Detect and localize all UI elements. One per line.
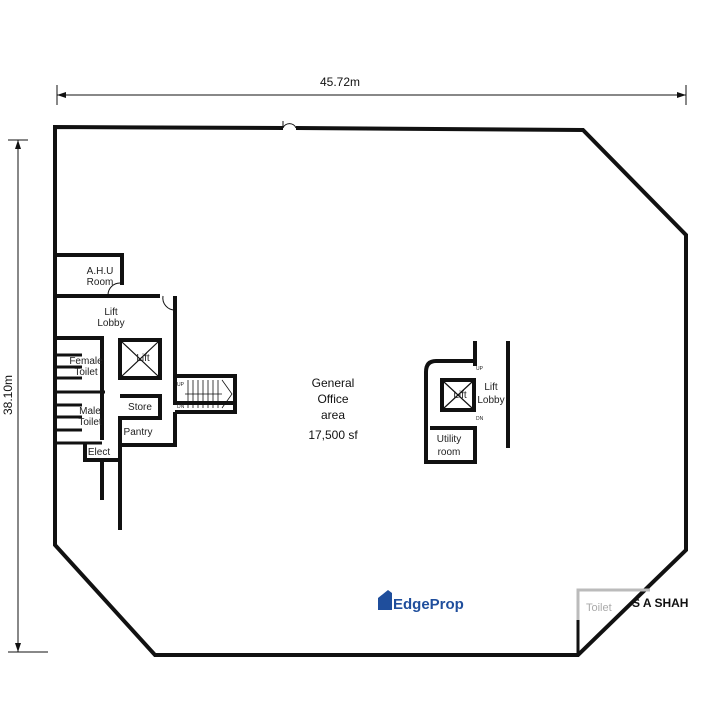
entrance-door[interactable] (282, 121, 297, 129)
male-toilet-label-2: Toilet (78, 417, 102, 428)
pantry-label: Pantry (124, 427, 153, 438)
left-stair-dn: DN (177, 404, 185, 410)
right-stair-up: UP (476, 366, 484, 372)
right-lift-lobby-label: Lift (484, 382, 498, 393)
height-label: 38.10m (1, 375, 15, 415)
left-stair-up: UP (177, 382, 185, 388)
outer-wall (53, 124, 688, 657)
right-lift-label: Lift (453, 390, 467, 401)
ahu-room-label-2: Room (87, 277, 114, 288)
left-lift-lobby-label-2: Lobby (97, 318, 124, 329)
female-toilet-label: Female (69, 356, 103, 367)
left-lift-label: Lift (136, 353, 150, 364)
left-lift-lobby-label: Lift (104, 307, 118, 318)
width-dimension: 45.72m (56, 75, 687, 105)
height-dimension: 38.10m (1, 139, 48, 653)
edgeprop-logo: EdgeProp (378, 590, 464, 613)
office-label-2: Office (317, 392, 348, 406)
right-core: UP DN Lift Lift Lobby Utility room (424, 341, 510, 464)
utility-room-label-2: room (438, 447, 461, 458)
left-core: UP DN A.H.U Room Lift Lobby Lift Female … (55, 253, 237, 530)
office-label-3: area (321, 408, 345, 422)
office-label-1: General (312, 376, 355, 390)
utility-room-label: Utility (437, 434, 461, 445)
width-label: 45.72m (320, 75, 360, 89)
elect-label: Elect (88, 447, 110, 458)
female-toilet-label-2: Toilet (74, 367, 98, 378)
ahu-room-label: A.H.U (87, 266, 114, 277)
right-stair-dn: DN (476, 416, 484, 422)
store-label: Store (128, 402, 152, 413)
right-lift-lobby-label-2: Lobby (477, 395, 504, 406)
agent-name: S A SHAH (632, 596, 688, 610)
office-area-label: 17,500 sf (308, 428, 358, 442)
edgeprop-text: EdgeProp (393, 596, 464, 613)
male-toilet-label: Male (79, 406, 101, 417)
toilet-label: Toilet (586, 602, 612, 614)
